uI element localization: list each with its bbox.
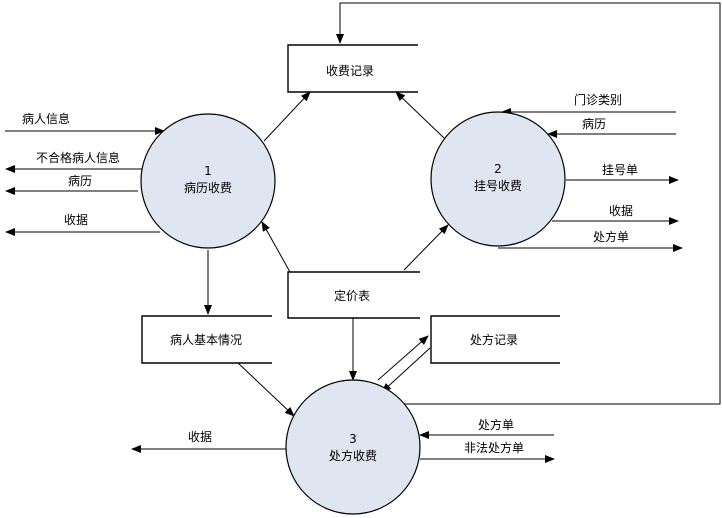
process-3-number: 3 xyxy=(349,432,357,446)
process-3: 3 处方收费 xyxy=(285,379,421,515)
store-charge-record: 收费记录 xyxy=(287,44,418,93)
store-price-table-label: 定价表 xyxy=(334,288,370,303)
flow-label-receipt-2: 收据 xyxy=(609,204,633,218)
flow-p1-to-charge-record xyxy=(263,91,311,142)
process-1-number: 1 xyxy=(204,164,212,178)
flow-price-table-to-p2 xyxy=(403,224,449,271)
flow-label-unqualified-patient-info: 不合格病人信息 xyxy=(36,150,120,165)
process-2-name: 挂号收费 xyxy=(474,179,522,193)
flow-label-prescription-out: 处方单 xyxy=(593,229,629,244)
flow-p3-to-prescription-record xyxy=(377,335,429,381)
process-2-circle xyxy=(430,111,566,247)
p3-external-flows xyxy=(131,431,555,463)
process-2: 2 挂号收费 xyxy=(430,111,566,247)
flow-label-receipt-3: 收据 xyxy=(188,430,212,444)
process-3-circle xyxy=(285,379,421,515)
store-patient-basic-info: 病人基本情况 xyxy=(141,315,272,364)
flow-label-registration-slip: 挂号单 xyxy=(602,163,638,177)
process-1-circle xyxy=(140,113,276,249)
flow-label-medical-record-in: 病历 xyxy=(582,116,606,131)
store-prescription-record-label: 处方记录 xyxy=(470,332,518,347)
flow-label-receipt-1: 收据 xyxy=(64,213,88,227)
flow-label-clinic-type: 门诊类别 xyxy=(574,92,622,107)
flow-patient-basic-info-to-p3 xyxy=(237,362,295,417)
flow-label-illegal-prescription: 非法处方单 xyxy=(464,440,524,455)
store-prescription-record: 处方记录 xyxy=(430,315,560,364)
flow-label-prescription-in: 处方单 xyxy=(478,417,514,432)
flow-prescription-record-to-p3 xyxy=(381,347,431,393)
process-2-number: 2 xyxy=(494,162,502,176)
store-patient-basic-info-label: 病人基本情况 xyxy=(170,332,242,347)
store-charge-record-label: 收费记录 xyxy=(326,64,374,78)
internal-flows xyxy=(204,2,721,417)
process-1-name: 病历收费 xyxy=(184,180,232,195)
flow-label-patient-info: 病人信息 xyxy=(22,111,70,126)
process-3-name: 处方收费 xyxy=(329,448,377,463)
flow-p2-to-charge-record xyxy=(395,91,445,139)
p1-external-flows xyxy=(5,127,165,236)
store-price-table: 定价表 xyxy=(287,271,420,319)
p2-external-flows xyxy=(498,108,683,252)
flow-label-medical-record-out: 病历 xyxy=(68,173,92,188)
flow-p3-loop-to-charge-record xyxy=(336,2,721,405)
flow-price-table-to-p1 xyxy=(261,221,291,273)
process-1: 1 病历收费 xyxy=(140,113,276,249)
